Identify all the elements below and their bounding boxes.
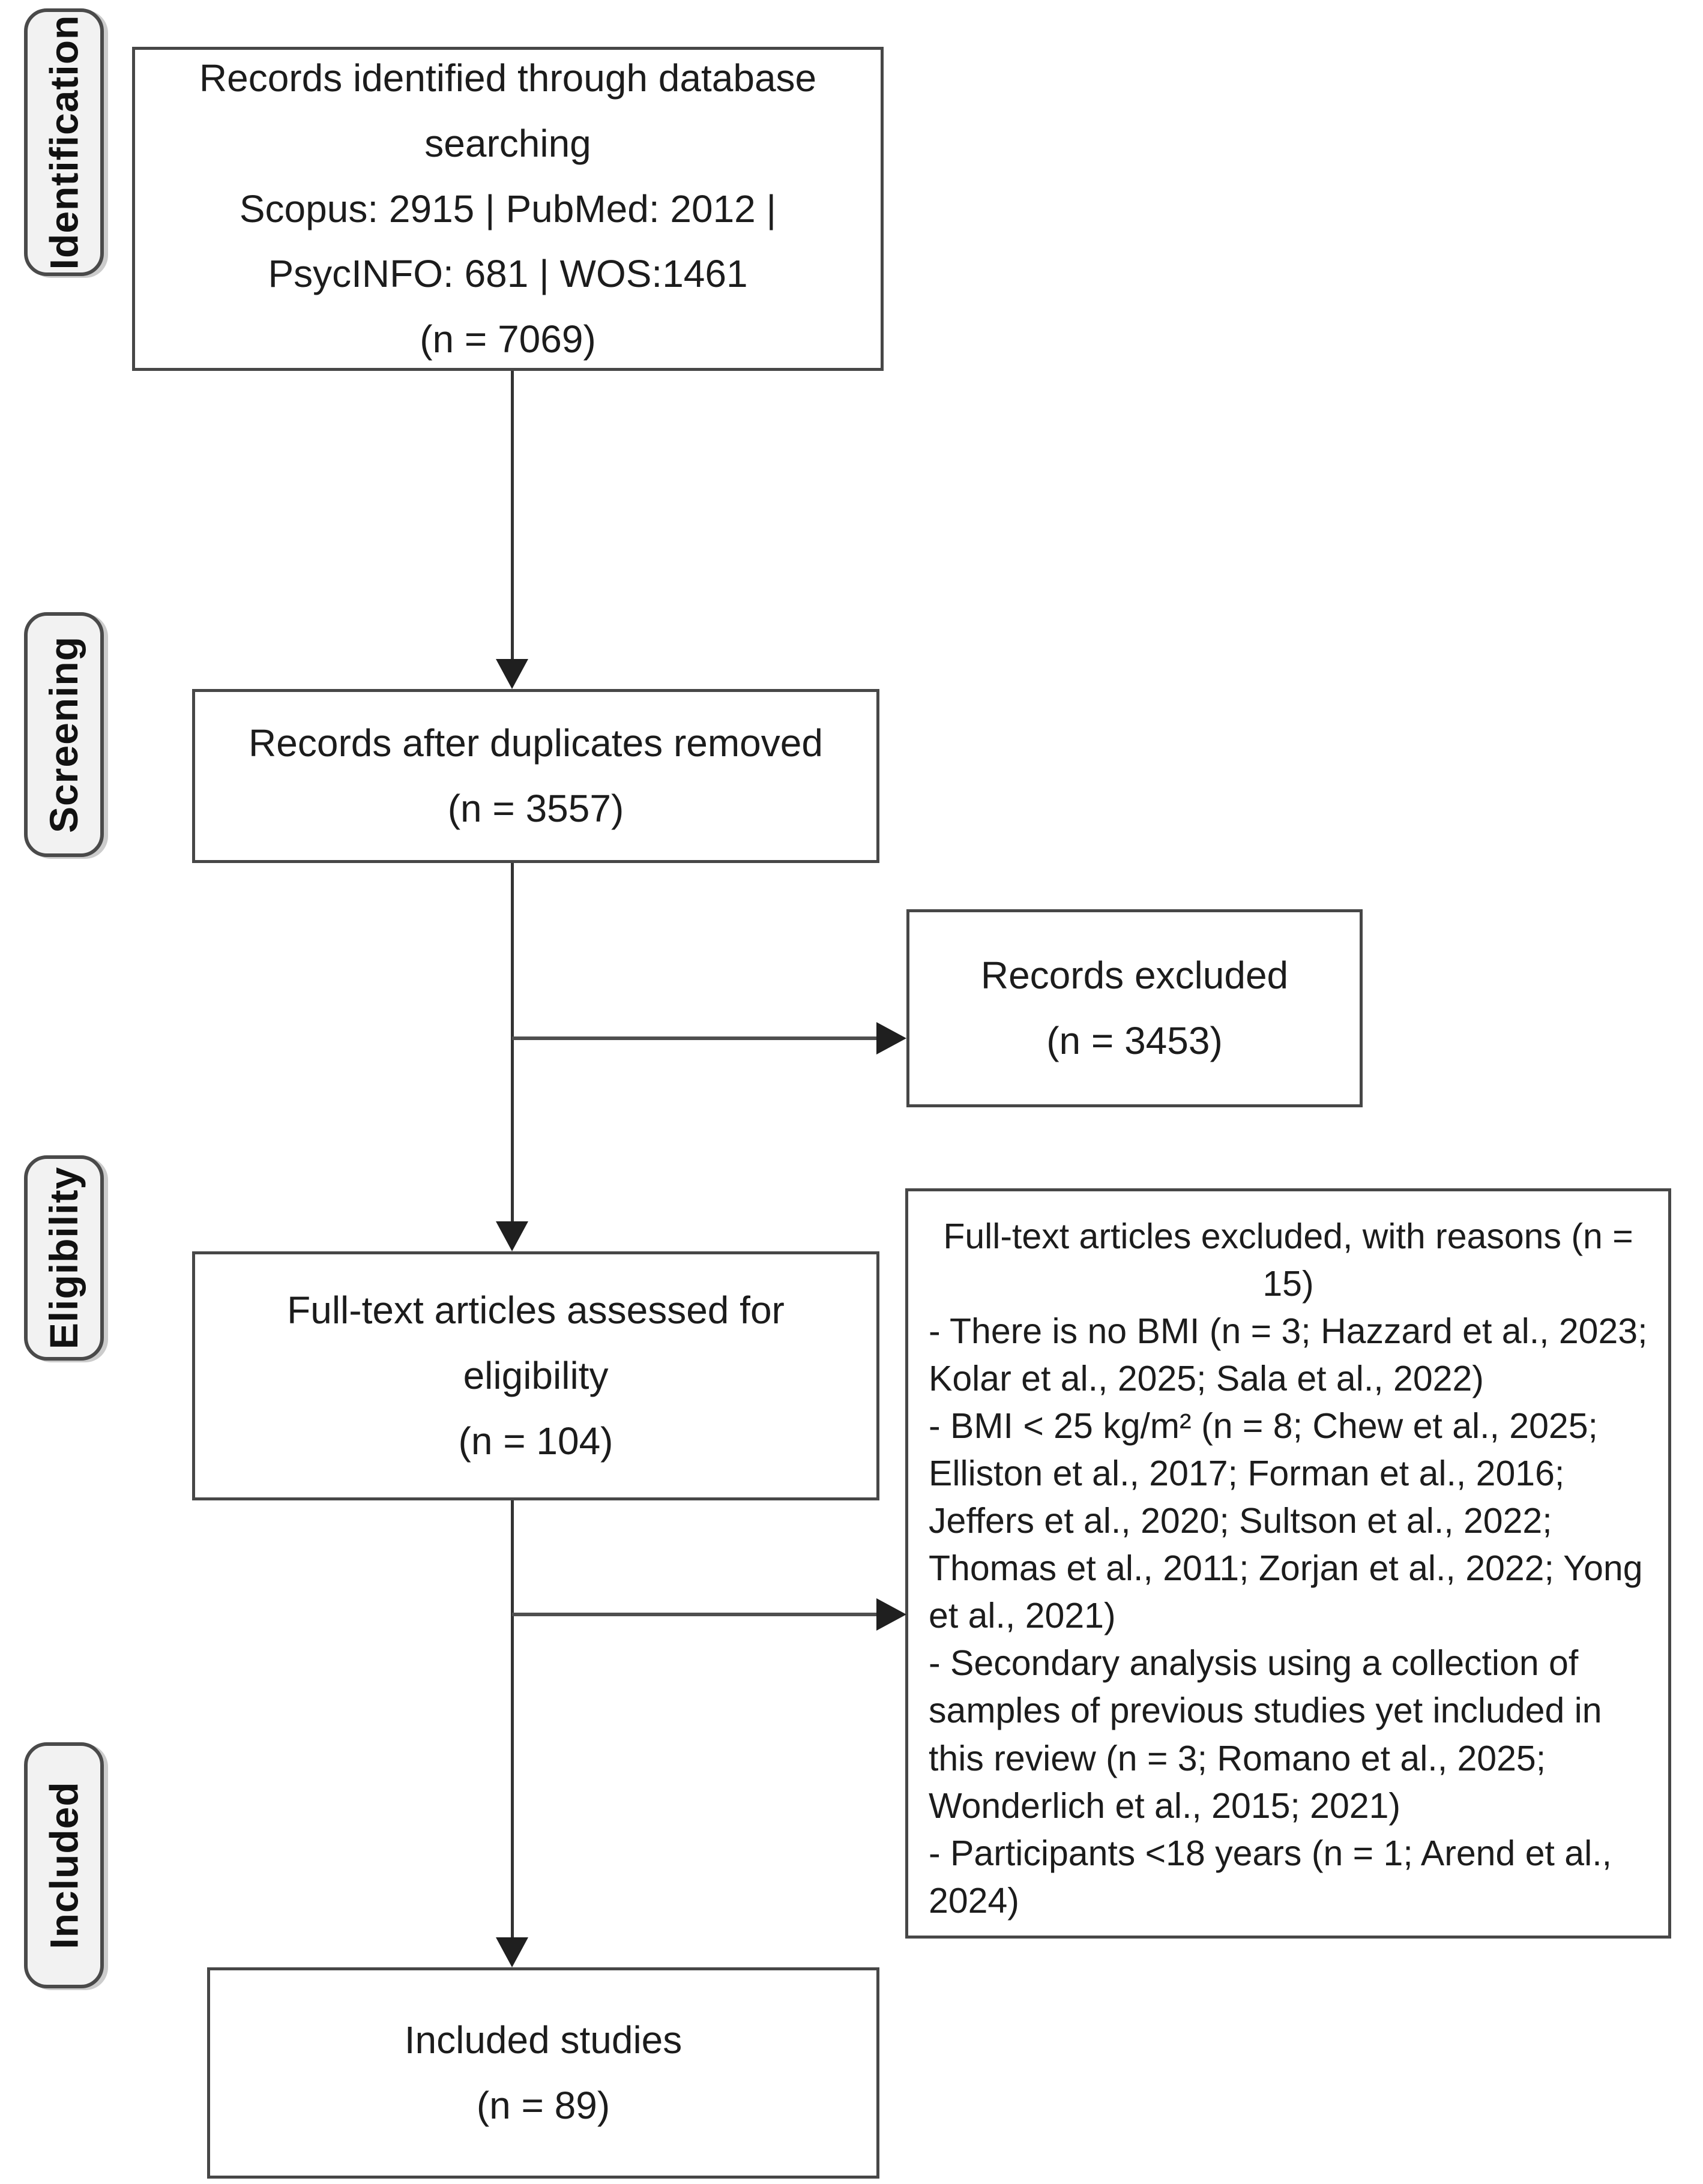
excluded-reasons-heading: Full-text articles excluded, with reason… [943, 1217, 1633, 1304]
arrowhead-down-included [496, 1937, 528, 1967]
arrow-line-to-records-excluded [512, 1036, 876, 1040]
box-excluded-reasons: Full-text articles excluded, with reason… [905, 1188, 1671, 1939]
box-fulltext-assessed-text: Full-text articles assessed for eligibil… [287, 1289, 785, 1463]
stage-included-label: Included [41, 1781, 86, 1949]
excluded-reason-item: - There is no BMI (n = 3; Hazzard et al.… [929, 1311, 1648, 1399]
arrowhead-down-fulltext [496, 1221, 528, 1251]
box-fulltext-assessed: Full-text articles assessed for eligibil… [192, 1251, 879, 1500]
excluded-reason-item: - Secondary analysis using a collection … [929, 1643, 1602, 1826]
arrow-line-duplicates-to-fulltext [511, 863, 514, 1223]
arrow-line-to-excluded-reasons [512, 1613, 876, 1616]
stage-screening: Screening [24, 612, 104, 857]
stage-identification: Identification [24, 8, 104, 276]
stage-eligibility: Eligibility [24, 1155, 104, 1361]
box-included-studies: Included studies (n = 89) [207, 1967, 879, 2179]
box-records-excluded: Records excluded (n = 3453) [906, 909, 1363, 1107]
arrow-line-fulltext-to-included [511, 1500, 514, 1939]
arrowhead-right-records-excluded [876, 1022, 906, 1054]
box-records-identified: Records identified through database sear… [132, 47, 884, 371]
excluded-reason-item: - Participants <18 years (n = 1; Arend e… [929, 1833, 1612, 1921]
arrow-line-identified-to-duplicates [511, 371, 514, 660]
box-records-identified-text: Records identified through database sear… [199, 56, 817, 361]
excluded-reason-item: - BMI < 25 kg/m² (n = 8; Chew et al., 20… [929, 1406, 1643, 1636]
box-included-studies-text: Included studies (n = 89) [404, 2018, 683, 2127]
box-records-excluded-text: Records excluded (n = 3453) [980, 954, 1289, 1062]
stage-eligibility-label: Eligibility [41, 1166, 86, 1350]
stage-included: Included [24, 1742, 104, 1988]
arrowhead-right-excluded-reasons [876, 1598, 906, 1631]
box-duplicates-removed-text: Records after duplicates removed (n = 35… [249, 721, 823, 830]
box-duplicates-removed: Records after duplicates removed (n = 35… [192, 689, 879, 863]
stage-screening-label: Screening [41, 636, 86, 834]
stage-identification-label: Identification [41, 14, 86, 270]
arrowhead-down-duplicates [496, 659, 528, 689]
